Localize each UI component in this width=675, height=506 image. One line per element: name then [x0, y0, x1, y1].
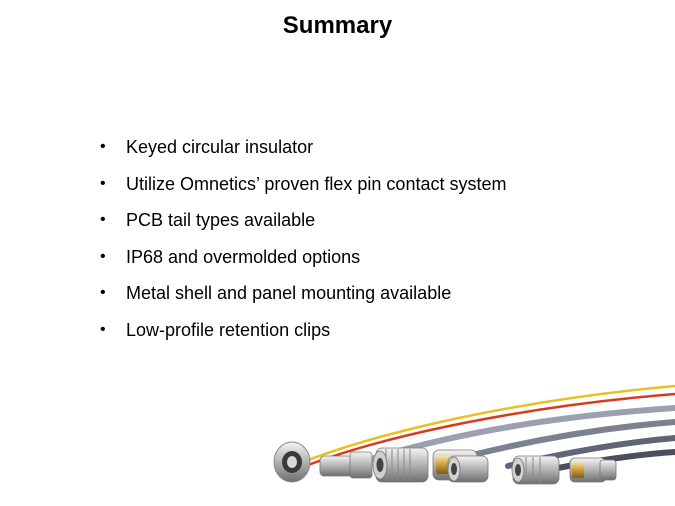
connector — [372, 447, 429, 483]
bullet-dot: • — [100, 138, 106, 155]
bullet-text: PCB tail types available — [126, 210, 316, 231]
bullet-text: Keyed circular insulator — [126, 137, 314, 157]
bullet-item: • Keyed circular insulator — [100, 136, 506, 158]
yellow-wire — [296, 384, 675, 466]
round-connector — [273, 441, 311, 483]
slide-title: Summary — [282, 12, 393, 39]
bullet-dot: • — [100, 320, 106, 338]
bullet-text: Low-profile retention clips — [126, 319, 331, 340]
bullet-dot: • — [100, 174, 106, 192]
bullet-dot: • — [100, 284, 106, 302]
bullet-item: • Metal shell and panel mounting availabl… — [100, 282, 506, 304]
connector — [569, 457, 617, 483]
bullet-item: • IP68 and overmolded options — [100, 246, 506, 268]
bullet-item: • Utilize Omnetics’ proven flex pin conta… — [100, 173, 506, 195]
bullet-list: • Keyed circular insulator • Utilize Omnet… — [100, 136, 506, 356]
bullet-dot: • — [100, 211, 106, 229]
bullet-text: Utilize Omnetics’ proven flex pin contac… — [126, 173, 507, 194]
bullet-item: • PCB tail types available — [100, 209, 506, 231]
bullet-text: IP68 and overmolded options — [126, 246, 361, 267]
bullet-text: Metal shell and panel mounting available — [126, 283, 452, 304]
bullet-dot: • — [100, 247, 106, 265]
connector — [319, 451, 373, 479]
connector — [447, 455, 489, 483]
connector — [511, 455, 560, 485]
bullet-item: • Low-profile retention clips — [100, 319, 506, 341]
connector-cables-photo — [273, 384, 675, 485]
red-wire — [301, 392, 675, 469]
